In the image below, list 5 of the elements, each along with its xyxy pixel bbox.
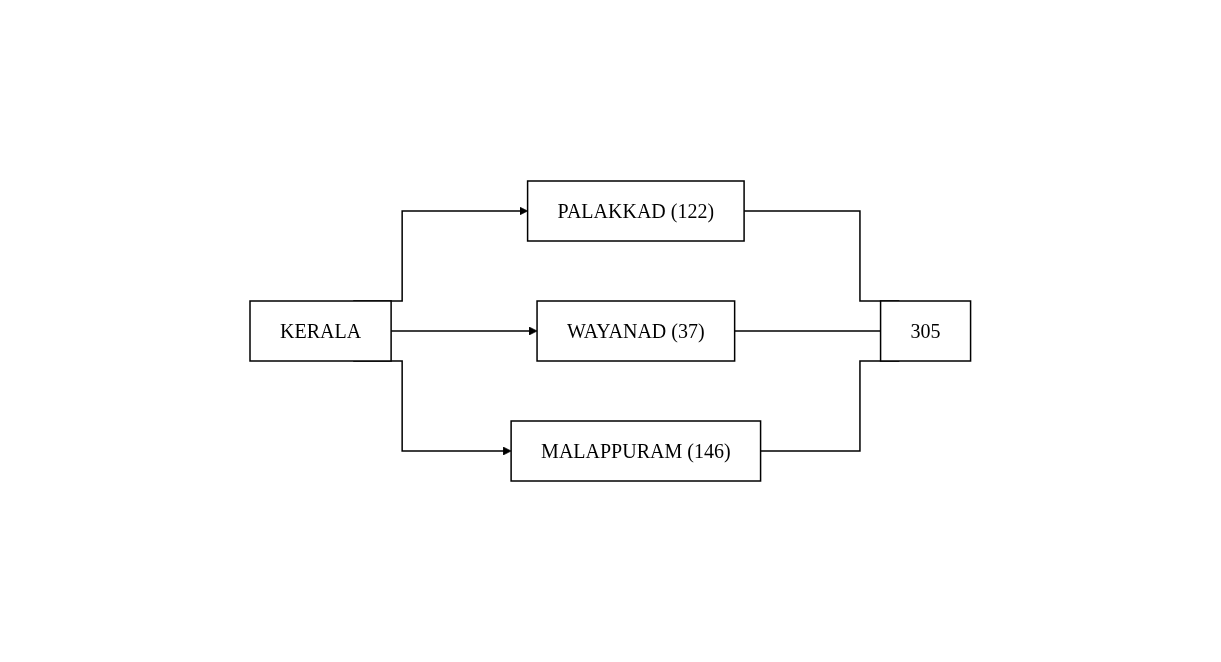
node-box: MALAPPURAM (146) bbox=[510, 420, 762, 482]
node-box: WAYANAD (37) bbox=[536, 300, 736, 362]
node-box: 305 bbox=[880, 300, 972, 362]
node-box: PALAKKAD (122) bbox=[527, 180, 746, 242]
node-box: KERALA bbox=[249, 300, 393, 362]
